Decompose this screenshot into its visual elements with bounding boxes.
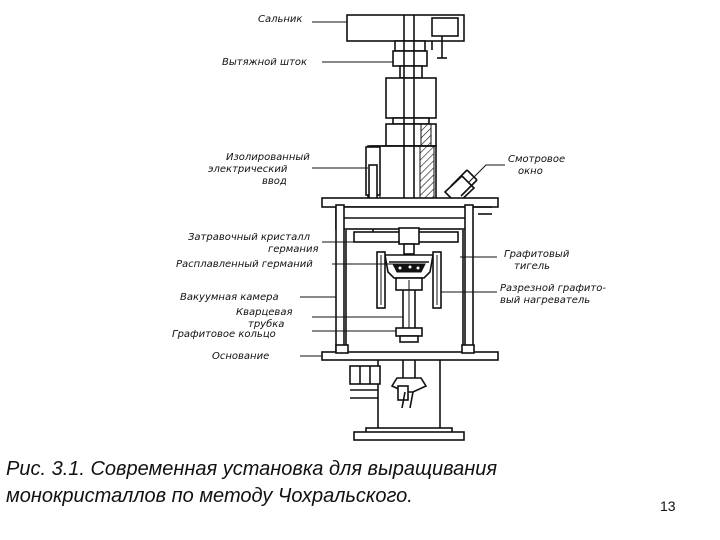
lower-stand xyxy=(349,360,465,441)
quartz-tube xyxy=(395,277,423,330)
label-vacuum-chamber: Вакуумная камера xyxy=(180,292,279,303)
label-graphite-ring: Графитовое кольцо xyxy=(172,329,276,340)
label-viewing-window-2: окно xyxy=(518,166,543,177)
diagram-labels: Сальник Вытяжной шток Изолированный элек… xyxy=(172,14,606,362)
caption-line-2: монокристаллов по методу Чохральского. xyxy=(6,485,413,507)
label-quartz-tube-1: Кварцевая xyxy=(236,307,292,318)
label-graphite-crucible-1: Графитовый xyxy=(504,249,570,260)
leader-lines xyxy=(300,21,505,357)
figure-caption: Рис. 3.1. Современная установка для выра… xyxy=(6,456,626,510)
label-quartz-tube-2: трубка xyxy=(248,318,284,330)
label-molten-germanium: Расплавленный германий xyxy=(176,259,313,270)
label-split-heater-1: Разрезной графито- xyxy=(500,283,606,294)
split-graphite-heater xyxy=(376,251,442,309)
graphite-ring xyxy=(395,327,423,343)
gland xyxy=(346,14,465,59)
label-split-heater-2: вый нагреватель xyxy=(500,295,590,306)
pull-rod-housing xyxy=(385,50,437,147)
label-gland: Сальник xyxy=(258,14,302,25)
label-base: Основание xyxy=(212,351,269,362)
top-flange xyxy=(321,197,499,230)
label-seed-crystal-2: германия xyxy=(268,244,318,255)
label-graphite-crucible-2: тигель xyxy=(514,261,550,272)
label-seed-crystal-1: Затравочный кристалл xyxy=(188,232,311,243)
vacuum-chamber xyxy=(335,204,474,356)
graphite-crucible xyxy=(384,254,434,279)
label-insulated-lead-2: электрический xyxy=(208,164,288,175)
label-viewing-window-1: Смотровое xyxy=(508,154,565,165)
label-insulated-lead-3: ввод xyxy=(262,176,287,187)
czochralski-apparatus-diagram: Сальник Вытяжной шток Изолированный элек… xyxy=(172,14,606,441)
page-number: 13 xyxy=(660,498,676,514)
pull-rod xyxy=(403,15,415,232)
label-pull-rod: Вытяжной шток xyxy=(222,57,307,68)
caption-line-1: Рис. 3.1. Современная установка для выра… xyxy=(6,458,498,480)
seed-holder-bar xyxy=(353,227,459,255)
label-insulated-lead-1: Изолированный xyxy=(226,152,310,163)
base xyxy=(321,344,499,361)
